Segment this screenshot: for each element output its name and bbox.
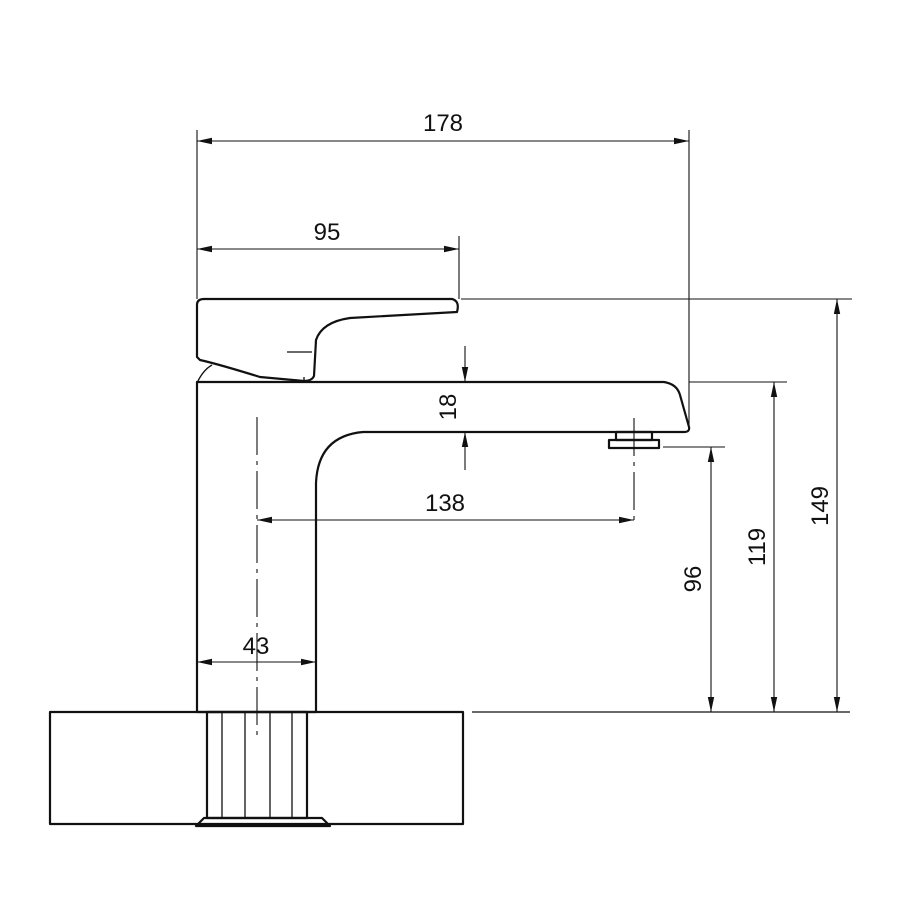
dimension-spout-thickness-label: 18: [435, 394, 462, 421]
dimension-body-width: 43: [197, 633, 316, 666]
dimension-handle-length-label: 95: [314, 219, 341, 246]
dimension-outlet-height-label: 96: [680, 566, 707, 593]
dimension-body-width-label: 43: [243, 633, 270, 660]
dimension-overall-length: 178: [197, 110, 689, 145]
dimension-spout-top-height-label: 119: [744, 528, 771, 566]
dimension-spout-top-height: 119: [744, 382, 778, 712]
lever-handle: [195, 297, 459, 383]
dimension-overall-length-label: 178: [423, 110, 463, 137]
dimension-total-height: 149: [807, 299, 841, 712]
mounting-shank: [194, 710, 332, 828]
dimension-spout-reach-label: 138: [425, 490, 465, 517]
dimension-outlet-height: 96: [680, 447, 715, 712]
countertop: [48, 710, 850, 826]
dimension-spout-reach: 138: [257, 490, 634, 524]
dimension-total-height-label: 149: [807, 486, 834, 526]
faucet-body: [195, 364, 691, 714]
dimension-handle-length: 95: [197, 219, 459, 253]
dimension-spout-thickness: 18: [435, 346, 469, 470]
extension-lines: [196, 130, 852, 668]
